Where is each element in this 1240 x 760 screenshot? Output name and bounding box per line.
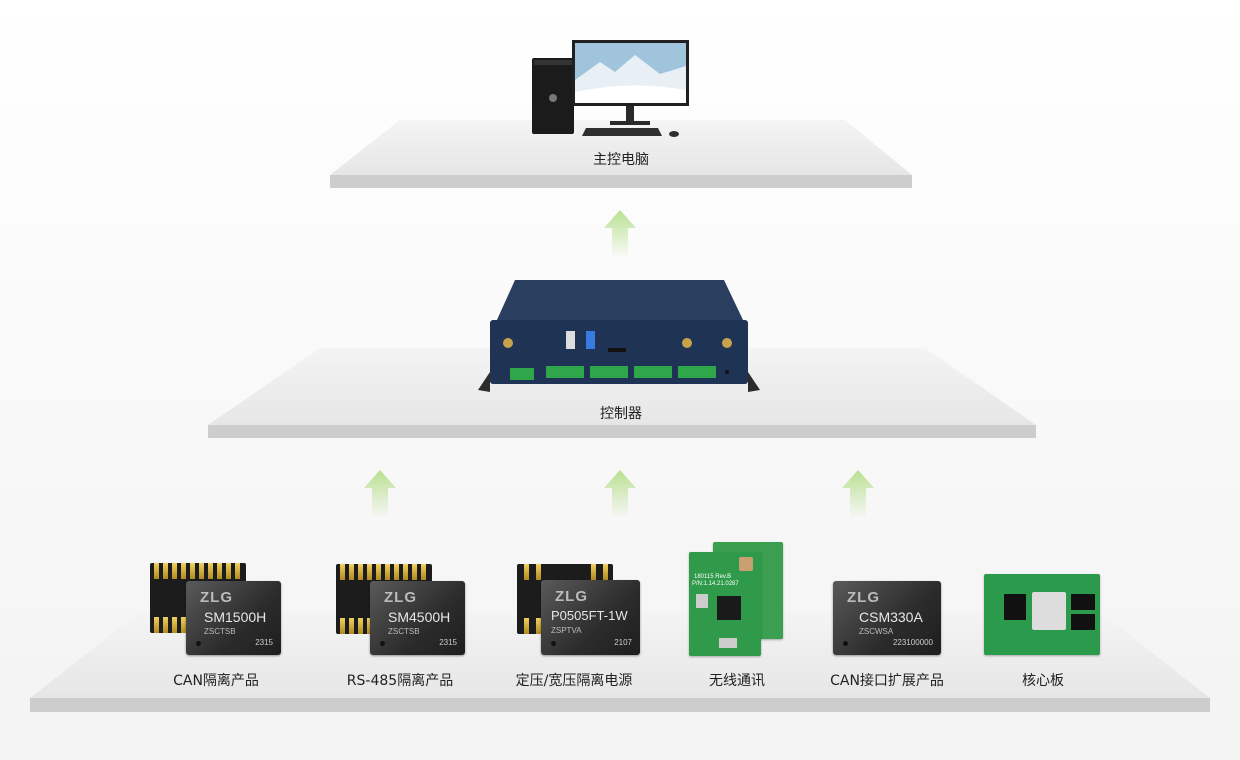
arrow-up-icon	[604, 210, 636, 258]
tier-label-core-board: 核心板	[1022, 673, 1064, 689]
chip-date: 2315	[439, 638, 457, 647]
arrow-up-icon	[842, 470, 874, 518]
tier-label-rs485-isolation: RS-485隔离产品	[346, 673, 454, 689]
tier-label-wireless: 无线通讯	[709, 673, 765, 689]
tier-label-can-expansion: CAN接口扩展产品	[830, 673, 944, 689]
desktop-computer-icon	[532, 40, 689, 137]
chip-model: P0505FT-1W	[551, 608, 628, 623]
module-text: 180115 Rev.B	[694, 574, 732, 580]
chip-logo: ZLG	[847, 589, 880, 606]
chip-date: 223100000	[892, 638, 933, 647]
tier-label-can-isolation: CAN隔离产品	[173, 673, 259, 689]
chip-sub: ZSCWSA	[859, 627, 894, 636]
tier-label-controller: 控制器	[600, 406, 642, 422]
chip-sub: ZSCTSB	[204, 627, 236, 636]
platform-middle	[208, 348, 1036, 438]
tier-label-isolated-power: 定压/宽压隔离电源	[515, 673, 633, 689]
chip-sub: ZSCTSB	[388, 627, 420, 636]
chip-sm4500h: ZLG SM4500H ZSCTSB 2315	[370, 581, 465, 655]
arrow-up-icon	[604, 470, 636, 518]
controller-device-icon	[478, 280, 760, 392]
chip-model: SM4500H	[388, 609, 451, 625]
arrow-up-icon	[364, 470, 396, 518]
chip-date: 2315	[255, 638, 273, 647]
core-board	[984, 574, 1100, 655]
wireless-module: 180115 Rev.B P/N:1.14.21.0287	[689, 552, 761, 656]
tier-label-host-pc: 主控电脑	[593, 152, 649, 168]
platform-top	[330, 120, 912, 188]
chip-model: CSM330A	[859, 609, 923, 625]
chip-model: SM1500H	[204, 609, 267, 625]
chip-logo: ZLG	[555, 588, 588, 605]
chip-csm330a: ZLG CSM330A ZSCWSA 223100000	[833, 581, 941, 655]
chip-logo: ZLG	[200, 589, 233, 606]
chip-sm1500h: ZLG SM1500H ZSCTSB 2315	[186, 581, 281, 655]
chip-logo: ZLG	[384, 589, 417, 606]
module-text: P/N:1.14.21.0287	[692, 581, 739, 587]
chip-sub: ZSPTVA	[551, 626, 582, 635]
chip-date: 2107	[614, 638, 632, 647]
chip-p0505ft: ZLG P0505FT-1W ZSPTVA 2107	[541, 580, 640, 655]
